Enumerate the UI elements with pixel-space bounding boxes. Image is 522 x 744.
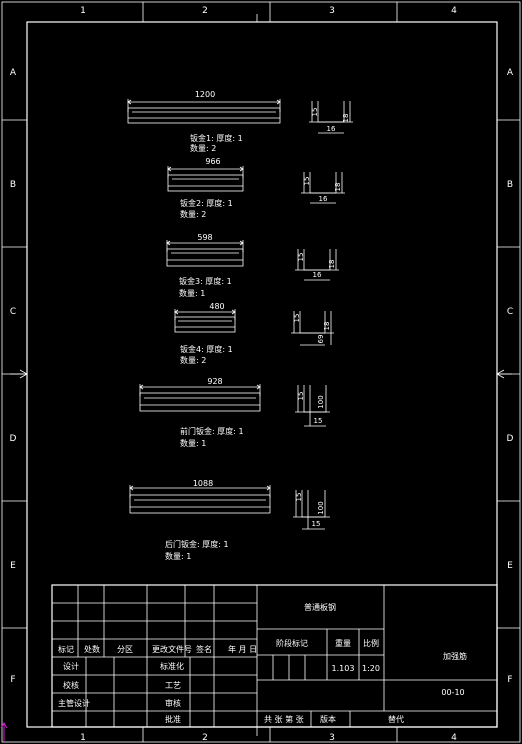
centering-marks (19, 369, 505, 379)
part-3-label: 钣金3: 厚度: 1 (179, 276, 232, 286)
tb-weight-value: 1.103 (332, 664, 355, 673)
part-6-profile-dim-3: 100 (317, 501, 325, 514)
column-zone-ticks (142, 2, 398, 742)
part-6-front-view (129, 485, 271, 514)
row-label-left-c: C (10, 307, 16, 317)
part-2-length-dim: 966 (205, 157, 220, 166)
part-1-length-dim: 1200 (195, 90, 215, 99)
tb-date-header: 年 月 日 (228, 644, 257, 654)
tb-review-label: 审核 (165, 698, 181, 708)
part-2-label: 钣金2: 厚度: 1 (180, 198, 233, 208)
part-4-profile (291, 311, 334, 346)
tb-weight-label: 重量 (335, 638, 351, 648)
row-label-right-c: C (507, 307, 513, 317)
tb-approve-label: 批准 (165, 714, 181, 724)
tb-chief-label: 主管设计 (58, 698, 90, 708)
tb-zone-header: 分区 (117, 645, 133, 654)
part-3-front-view (166, 240, 244, 267)
tb-design-label: 设计 (63, 661, 79, 671)
part-1-qty: 数量: 2 (190, 143, 216, 153)
tb-material: 普通板钢 (304, 602, 336, 612)
tb-scale-label: 比例 (363, 638, 379, 648)
tb-mark-header: 标记 (58, 644, 74, 654)
part-2-front-view (167, 166, 244, 192)
part-6-profile-dim-1: 15 (295, 493, 303, 502)
part-5-length-dim: 928 (207, 377, 222, 386)
part-3-qty: 数量: 1 (179, 288, 205, 298)
tb-standardize-label: 标准化 (160, 661, 184, 671)
part-6-profile-dim-2: 15 (312, 520, 321, 528)
part-4-profile-dim-2: 69 (317, 335, 325, 344)
part-6-length-dim: 1088 (193, 479, 213, 488)
row-label-right-d: D (507, 434, 514, 444)
row-label-left-e: E (10, 561, 16, 571)
tb-craft-label: 工艺 (165, 681, 181, 690)
part-3-length-dim: 598 (197, 233, 212, 242)
row-label-right-e: E (507, 561, 513, 571)
tb-part-name: 加强筋 (443, 651, 467, 661)
part-1-front-view (127, 99, 281, 124)
col-label-bottom-2: 2 (202, 733, 208, 743)
part-1-profile (309, 101, 353, 134)
col-label-top-4: 4 (451, 6, 457, 16)
part-5-profile-dim-3: 100 (317, 395, 325, 408)
row-label-left-a: A (10, 68, 17, 78)
tb-check-label: 校核 (63, 680, 79, 690)
part-4-profile-dim-3: 18 (323, 322, 331, 331)
tb-version-label: 版本 (320, 714, 336, 724)
part-5-profile-dim-2: 15 (314, 417, 323, 425)
row-label-left-d: D (10, 434, 17, 444)
part-1-label: 钣金1: 厚度: 1 (190, 133, 243, 143)
part-2-profile-dim-3: 18 (334, 183, 342, 192)
part-5-qty: 数量: 1 (180, 438, 206, 448)
part-1-profile-dim-2: 16 (327, 125, 336, 133)
part-2-profile (301, 172, 345, 204)
col-label-top-2: 2 (202, 6, 208, 16)
col-label-bottom-4: 4 (451, 733, 457, 743)
tb-sheet-info: 共 张 第 张 (264, 714, 304, 724)
part-4-profile-dim-1: 15 (293, 314, 301, 323)
part-3-profile-dim-3: 18 (328, 260, 336, 269)
part-4-length-dim: 480 (209, 302, 224, 311)
row-label-left-b: B (10, 180, 16, 190)
tb-drawing-code: 00-10 (441, 688, 464, 697)
col-label-bottom-3: 3 (329, 733, 335, 743)
row-label-right-f: F (507, 675, 512, 685)
part-6-label: 后门钣金: 厚度: 1 (165, 539, 229, 549)
tb-stage-label: 阶段标记 (276, 638, 308, 648)
row-zone-ticks (2, 119, 520, 629)
part-2-qty: 数量: 2 (180, 209, 206, 219)
part-2-profile-dim-1: 15 (303, 177, 311, 186)
part-5-label: 前门钣金: 厚度: 1 (180, 426, 244, 436)
part-3-profile-dim-2: 16 (313, 271, 322, 279)
row-label-right-a: A (507, 68, 514, 78)
title-block-grid (51, 584, 498, 728)
part-1-profile-dim-1: 15 (311, 108, 319, 117)
part-5-front-view (139, 384, 261, 412)
col-label-bottom-1: 1 (80, 733, 86, 743)
ucs-origin-icon (0, 722, 8, 742)
part-3-profile (295, 249, 339, 281)
part-5-profile-dim-1: 15 (297, 392, 305, 401)
part-1-profile-dim-3: 18 (342, 114, 350, 123)
row-label-left-f: F (10, 675, 15, 685)
part-2-profile-dim-2: 16 (319, 195, 328, 203)
tb-replace-label: 替代 (388, 714, 404, 724)
part-4-qty: 数量: 2 (180, 355, 206, 365)
tb-change-doc-header: 更改文件号 (152, 644, 192, 654)
part-6-qty: 数量: 1 (165, 551, 191, 561)
part-4-front-view (174, 309, 236, 333)
col-label-top-3: 3 (329, 6, 335, 16)
part-3-profile-dim-1: 15 (297, 253, 305, 262)
col-label-top-1: 1 (80, 6, 86, 16)
row-label-right-b: B (507, 180, 513, 190)
part-5-profile (295, 385, 330, 427)
tb-sign-header: 签名 (196, 644, 212, 654)
tb-count-header: 处数 (84, 644, 100, 654)
part-6-profile (293, 490, 330, 530)
tb-scale-value: 1:20 (362, 664, 380, 673)
part-4-label: 钣金4: 厚度: 1 (180, 344, 233, 354)
